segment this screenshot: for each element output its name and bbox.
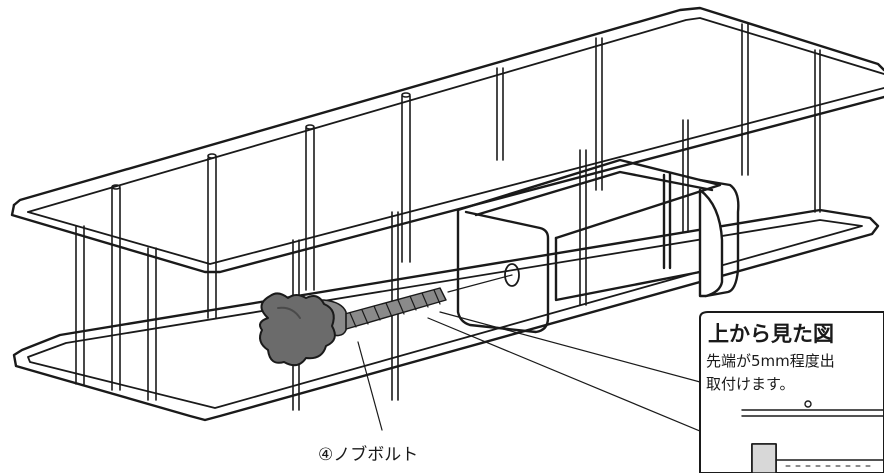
- knob-bolt: [259, 287, 447, 367]
- inset-detail-frame: [699, 311, 884, 473]
- inset-note-line-2: 取付けます。: [706, 375, 795, 393]
- inset-title: 上から見た図: [708, 322, 834, 346]
- inset-note-line-1: 先端が5mm程度出: [706, 352, 835, 370]
- bolt-alignment-line: [447, 274, 513, 293]
- basket-front-posts: [75, 92, 411, 411]
- basket-top-frame: [10, 6, 884, 274]
- basket-bottom-frame: [12, 208, 880, 422]
- mount-bracket: [456, 158, 740, 334]
- knob-bolt-callout-label: ④ノブボルト: [318, 445, 419, 465]
